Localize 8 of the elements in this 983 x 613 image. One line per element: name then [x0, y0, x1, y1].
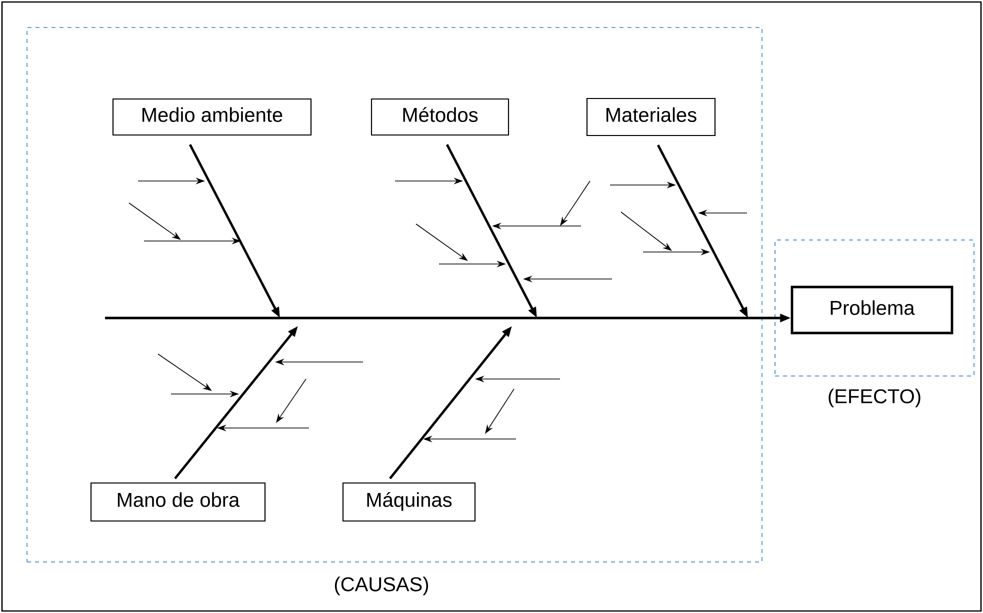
group-caption: (EFECTO) [828, 388, 920, 408]
category-box: Máquinas [342, 482, 476, 522]
group-caption: (CAUSAS) [334, 576, 428, 596]
category-box: Medio ambiente [112, 98, 312, 136]
category-box: Métodos [370, 98, 510, 136]
effect-box: Problema [790, 286, 954, 334]
category-box: Mano de obra [90, 482, 266, 522]
category-box: Materiales [586, 98, 716, 136]
